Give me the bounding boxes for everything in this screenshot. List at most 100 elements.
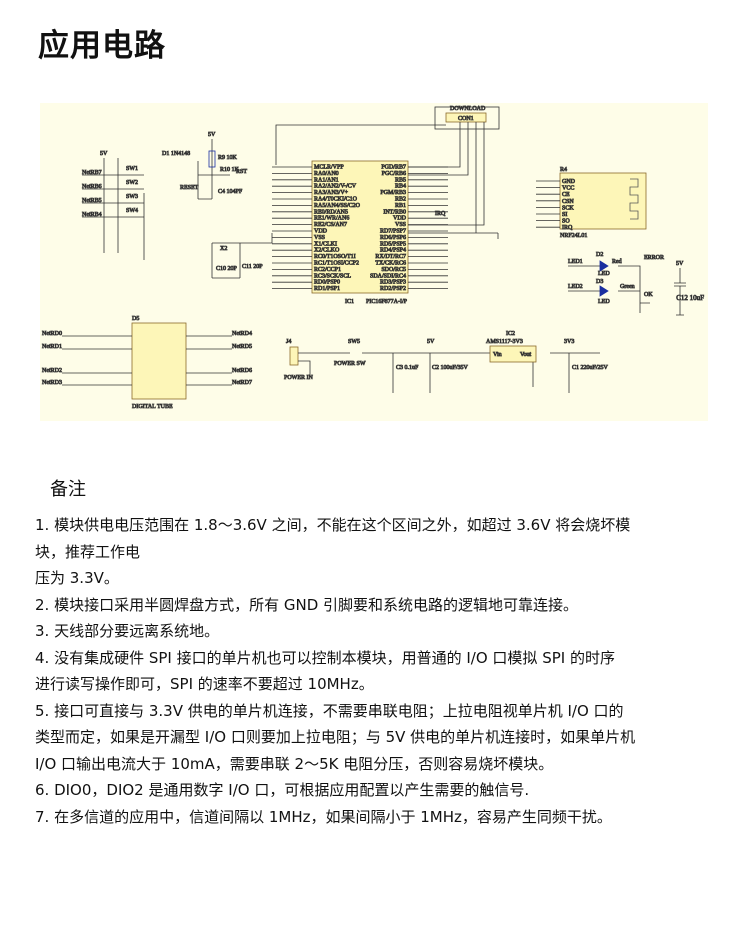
ic1-left-pin: RC0/T1OSO/T1I — [314, 254, 356, 260]
tube-right-net: NetRD6 — [232, 368, 252, 374]
tube-left-net: NetRD3 — [42, 380, 62, 386]
ic1-right-pin: INT/RB0 — [383, 209, 406, 215]
ic1-left-pin: RD0/PSP0 — [314, 280, 340, 286]
tube-left-net: NetRD2 — [42, 368, 62, 374]
note-line: 4. 没有集成硬件 SPI 接口的单片机也可以控制本模块，用普通的 I/O 口模… — [35, 648, 615, 667]
irq-net-label: IRQ — [435, 211, 446, 217]
ic2-label: IC2 — [506, 331, 515, 337]
note-line: 3. 天线部分要远离系统地。 — [35, 622, 220, 640]
c11-label: C11 20P — [242, 264, 263, 270]
power-section: J4 POWER IN SW5 POWER SW C3 0.1uF C2 100… — [284, 331, 609, 393]
ic1-right-pin: PGM/RB3 — [380, 190, 406, 196]
sw-supply: 5V — [100, 151, 108, 157]
switch-label: SW4 — [126, 208, 138, 214]
switch-net: NetRB5 — [82, 198, 102, 204]
note-line: 6. DIO0，DIO2 是通用数字 I/O 口，可根据应用配置以产生需要的触信… — [35, 781, 530, 799]
c2-supply: 5V — [427, 339, 435, 345]
page-title: 应用电路 — [38, 28, 166, 64]
rf-pin: SO — [562, 219, 570, 225]
notes-heading: 备注 — [50, 479, 86, 500]
ic1-right-pin: RB4 — [395, 184, 406, 190]
c12-label: C12 10uF — [676, 294, 704, 302]
switch-net: NetRB7 — [82, 170, 102, 176]
note-line: 1. 模块供电电压范围在 1.8～3.6V 之间，不能在这个区间之外，如超过 3… — [35, 516, 631, 534]
sw5-label: SW5 — [348, 339, 360, 345]
d3-label: D3 — [596, 279, 603, 285]
ic1-left-pin: RE0/RD/AN5 — [314, 209, 348, 215]
c4-label: C4 104PF — [218, 189, 243, 195]
ic1-right-pin: RB1 — [395, 203, 406, 209]
ic1-right-pin: PGC/RB6 — [382, 171, 406, 177]
ic1-left-pin: MCLR/VPP — [314, 165, 344, 171]
download-label: DOWNLOAD — [450, 106, 486, 112]
switch-net: NetRB4 — [82, 212, 102, 218]
note-line: 2. 模块接口采用半圆焊盘方式，所有 GND 引脚要和系统电路的逻辑地可靠连接。 — [35, 595, 579, 614]
ic1-right-pin: SDO/RC5 — [381, 267, 406, 273]
ic1-left-pin: RE1/WR/AN6 — [314, 216, 349, 222]
ic1-left-pin: RA2/AN2/V-/CV — [314, 184, 357, 190]
ic1-right-pin: PGD/RB7 — [381, 165, 406, 171]
reset-supply: 5V — [208, 132, 216, 138]
tube-left-net: NetRD0 — [42, 331, 62, 337]
c12-supply: 5V — [676, 261, 684, 267]
c1-label: C1 220uF/25V — [572, 365, 609, 371]
d2-label: D2 — [596, 252, 603, 258]
ok-label: OK — [644, 292, 653, 298]
led-green: LED2 D3 Green LED OK — [568, 279, 654, 306]
ic1-right-pin: VDD — [393, 216, 407, 222]
note-line: 7. 在多信道的应用中，信道间隔以 1MHz，如果间隔小于 1MHz，容易产生同… — [35, 807, 612, 826]
d5-label: D5 — [132, 316, 139, 322]
red-label: Red — [612, 259, 622, 265]
note-line: 压为 3.3V。 — [35, 569, 119, 587]
d1-label: D1 1N4148 — [162, 151, 190, 157]
switch-label: SW3 — [126, 194, 138, 200]
led2-net: LED2 — [568, 284, 583, 290]
r9-label: R9 10K — [218, 155, 238, 161]
tube-right-net: NetRD7 — [232, 380, 252, 386]
power-sw-label: POWER SW — [334, 361, 366, 367]
rf-module-name: R4 — [560, 167, 567, 173]
ic2-part: AMS1117-3V3 — [486, 339, 523, 345]
rf-pin: CE — [562, 192, 570, 198]
switch-net: NetRB6 — [82, 184, 102, 190]
r10-label: R10 1K — [220, 167, 240, 173]
tube-label: DIGITAL TUBE — [132, 404, 173, 410]
ic1-left-pin: RA0/AN0 — [314, 171, 339, 177]
ic1-left-pin: RE2/CS/AN7 — [314, 222, 347, 228]
power-in-label: POWER IN — [284, 375, 313, 381]
ic1-right-pin: VSS — [395, 222, 406, 228]
ic1-right-pin: TX/CK/RC6 — [375, 261, 406, 267]
error-label: ERROR — [644, 255, 664, 261]
ic1-left-pin: RD1/PSP1 — [314, 286, 340, 292]
notes-list: 1. 模块供电电压范围在 1.8～3.6V 之间，不能在这个区间之外，如超过 3… — [35, 512, 735, 830]
rst-net: RST — [236, 169, 247, 175]
led1-net: LED1 — [568, 259, 583, 265]
switch-label: SW2 — [126, 180, 138, 186]
rf-pin: GND — [562, 179, 576, 185]
con1-label: CON1 — [458, 116, 474, 122]
c2-label: C2 100uF/35V — [432, 365, 469, 371]
led-type-label-2: LED — [598, 299, 610, 305]
vin-label: Vin — [493, 352, 502, 358]
note-line: 5. 接口可直接与 3.3V 供电的单片机连接，不需要串联电阻；上拉电阻视单片机… — [35, 701, 624, 720]
x2-label: X2 — [220, 246, 227, 252]
reset-button-label: RESET — [180, 185, 199, 191]
led-red: LED1 D2 Red LED ERROR — [568, 252, 664, 313]
note-line: 类型而定，如果是开漏型 I/O 口则要加上拉电阻；与 5V 供电的单片机连接时，… — [35, 728, 636, 746]
led-type-label: LED — [598, 271, 610, 277]
rf-pin: VCC — [562, 186, 574, 192]
ic1-left-pin: RA1/AN1 — [314, 177, 339, 183]
ic1-left-pin: RA5/AN4/SS/C2O — [314, 203, 361, 209]
ic1-right-pin: RD7/PSP7 — [380, 229, 406, 235]
ic1-left-pin: RC1/T1OSI/CCP2 — [314, 261, 359, 267]
ic1-right-pin: RD2/PSP2 — [380, 286, 406, 292]
ic1-left-pin: RC2/CCP1 — [314, 267, 341, 273]
c10-label: C10 20P — [216, 266, 238, 272]
ic1-right-pin: RX/DT/RC7 — [375, 254, 406, 260]
note-line: 进行读写操作即可，SPI 的速率不要超过 10MHz。 — [35, 675, 374, 693]
rf-pin: SCK — [562, 205, 574, 211]
note-line: I/O 口输出电流大于 10mA，需要串联 2～5K 电阻分压，否则容易烧坏模块… — [35, 754, 554, 773]
ic1-left-pin: RC3/SCK/SCL — [314, 273, 351, 279]
